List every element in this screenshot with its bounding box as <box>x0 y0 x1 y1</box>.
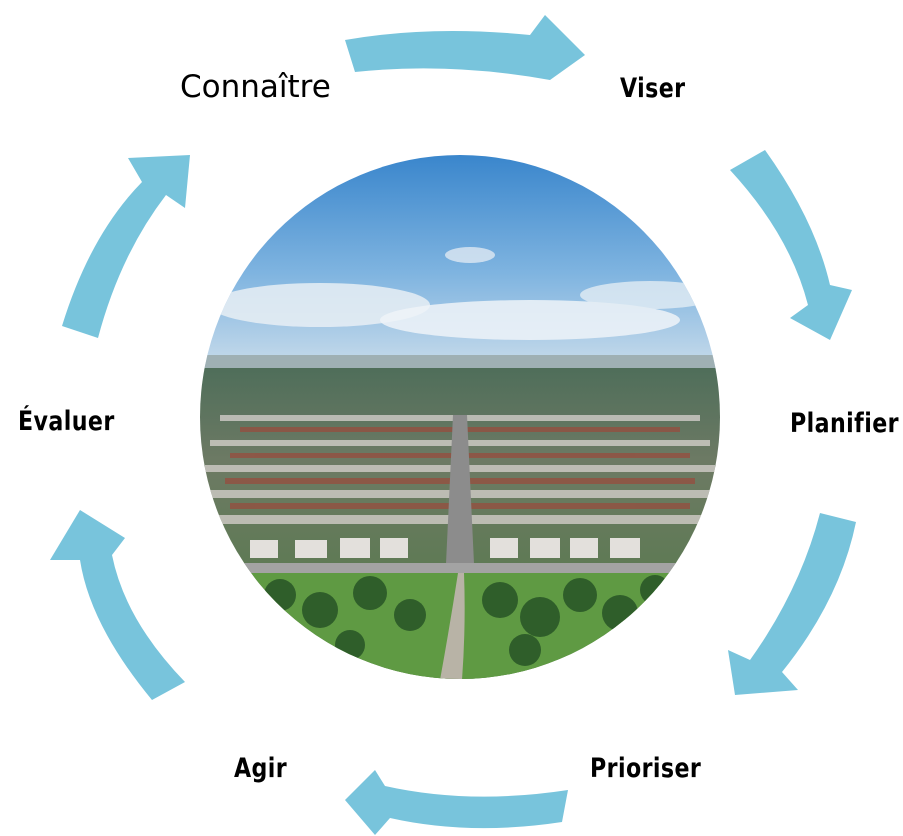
step-label-viser: Viser <box>620 73 686 104</box>
arrow-agir-to-evaluer <box>50 510 185 700</box>
step-label-planifier: Planifier <box>790 408 899 439</box>
aerial-city-photo <box>200 155 720 679</box>
step-label-evaluer: Évaluer <box>18 406 115 437</box>
step-label-prioriser: Prioriser <box>590 753 702 784</box>
step-label-connaitre: Connaître <box>180 69 331 105</box>
arrow-connaitre-to-viser <box>345 15 585 80</box>
arrow-prioriser-to-agir <box>345 770 568 835</box>
arrow-planifier-to-prioriser <box>728 513 856 695</box>
step-label-agir: Agir <box>234 753 288 784</box>
arrow-evaluer-to-connaitre <box>62 155 190 338</box>
arrow-viser-to-planifier <box>730 150 852 340</box>
